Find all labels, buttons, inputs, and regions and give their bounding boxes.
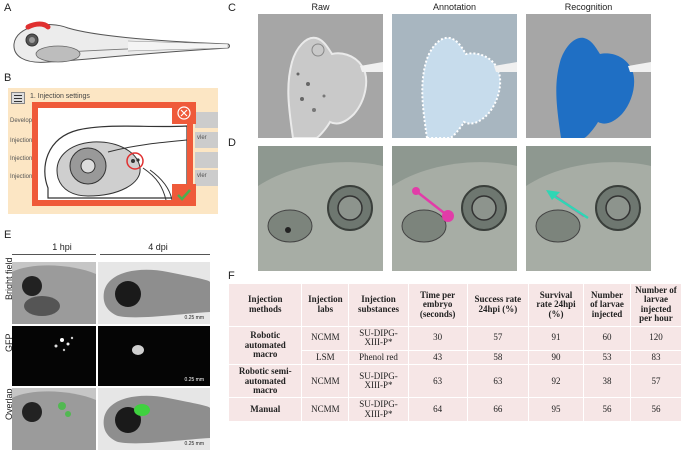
col-title-annotation: Annotation [432, 2, 477, 12]
header-substances: Injection substances [348, 283, 409, 327]
gfp-4dpi: 0.25 mm [98, 326, 210, 386]
overlap-1hpi [12, 388, 96, 450]
cell-success: 58 [466, 349, 529, 366]
table-row: Robotic automated macro NCMM SU-DIPG-XII… [227, 325, 683, 366]
close-button[interactable] [172, 102, 196, 124]
brightfield-1hpi [12, 262, 96, 324]
annotation-image [392, 14, 517, 138]
settings-row: Injection [10, 174, 33, 180]
head-selection-dialog[interactable] [32, 102, 193, 206]
cell-per-hour: 57 [629, 364, 683, 399]
cell-survival: 90 [527, 349, 585, 366]
cell-number: 56 [583, 397, 631, 423]
cell-per-hour: 56 [629, 397, 683, 423]
recognition-image [526, 14, 651, 138]
software-ui: 1. Injection settings Develop Injection … [8, 88, 218, 214]
divider [100, 254, 210, 255]
cell-lab: NCMM [301, 325, 350, 351]
cell-method: Robotic automated macro [227, 325, 303, 366]
cell-lab: LSM [301, 349, 350, 366]
cell-per-hour: 83 [629, 349, 683, 366]
table-row: LSM Phenol red 43 58 90 53 83 [229, 349, 683, 366]
cell-lab: NCMM [301, 364, 350, 399]
raw-image [258, 14, 383, 138]
scale-label: 0.25 mm [184, 441, 204, 447]
results-table: Injection methods Injection labs Injecti… [227, 283, 683, 423]
settings-title: 1. Injection settings [30, 93, 90, 100]
cell-lab: NCMM [301, 397, 350, 423]
raw-head-image [258, 146, 383, 271]
label-c: C [228, 2, 236, 14]
cell-method: Robotic semi-automated macro [227, 364, 303, 399]
settings-field[interactable] [195, 152, 218, 168]
cell-substance: SU-DIPG-XIII-P* [348, 397, 409, 423]
settings-field[interactable] [195, 112, 218, 128]
cell-number: 60 [583, 325, 631, 351]
cell-substance: Phenol red [348, 349, 409, 366]
col-title-1hpi: 1 hpi [52, 242, 72, 252]
cell-success: 63 [466, 364, 529, 399]
scale-label: 0.25 mm [184, 377, 204, 383]
cell-method: Manual [227, 397, 303, 423]
cell-per-hour: 120 [629, 325, 683, 351]
cell-substance: SU-DIPG-XIII-P* [348, 325, 409, 351]
cell-time: 43 [407, 349, 468, 366]
settings-field[interactable]: vler [195, 170, 218, 186]
header-labs: Injection labs [301, 283, 350, 327]
table-header-row: Injection methods Injection labs Injecti… [227, 283, 683, 327]
menu-icon[interactable] [11, 92, 25, 104]
settings-row: Injection [10, 156, 33, 162]
settings-row: Injection [10, 138, 33, 144]
header-time: Time per embryo (seconds) [407, 283, 468, 327]
header-number: Number of larvae injected [583, 283, 631, 327]
cell-substance: SU-DIPG-XIII-P* [348, 364, 409, 399]
recognized-head-image [526, 146, 651, 271]
col-title-4dpi: 4 dpi [148, 242, 168, 252]
table-row: Manual NCMM SU-DIPG-XIII-P* 64 66 95 56 … [227, 397, 683, 423]
cell-survival: 95 [527, 397, 585, 423]
cell-survival: 92 [527, 364, 585, 399]
label-f: F [228, 270, 235, 282]
label-b: B [4, 72, 12, 84]
brightfield-4dpi: 0.25 mm [98, 262, 210, 324]
cell-time: 63 [407, 364, 468, 399]
label-a: A [4, 2, 12, 14]
col-title-raw: Raw [311, 2, 330, 12]
cell-success: 57 [466, 325, 529, 351]
cell-success: 66 [466, 397, 529, 423]
label-d: D [228, 137, 236, 149]
header-success: Success rate 24hpi (%) [466, 283, 529, 327]
confirm-button[interactable] [172, 184, 196, 206]
cell-number: 38 [583, 364, 631, 399]
scale-label: 0.25 mm [184, 315, 204, 321]
gfp-1hpi [12, 326, 96, 386]
divider [12, 254, 96, 255]
settings-field[interactable]: vler [195, 132, 218, 148]
overlap-4dpi: 0.25 mm [98, 388, 210, 450]
cell-time: 64 [407, 397, 468, 423]
header-per-hour: Number of larvae injected per hour [629, 283, 683, 327]
cell-number: 53 [583, 349, 631, 366]
table-row: Robotic semi-automated macro NCMM SU-DIP… [227, 364, 683, 399]
settings-row: Develop [10, 118, 33, 124]
header-survival: Survival rate 24hpi (%) [527, 283, 585, 327]
cell-survival: 91 [527, 325, 585, 351]
larva-drawing [8, 14, 236, 74]
label-e: E [4, 229, 12, 241]
header-methods: Injection methods [227, 283, 303, 327]
col-title-recognition: Recognition [564, 2, 613, 12]
annotated-head-image [392, 146, 517, 271]
cell-time: 30 [407, 325, 468, 351]
